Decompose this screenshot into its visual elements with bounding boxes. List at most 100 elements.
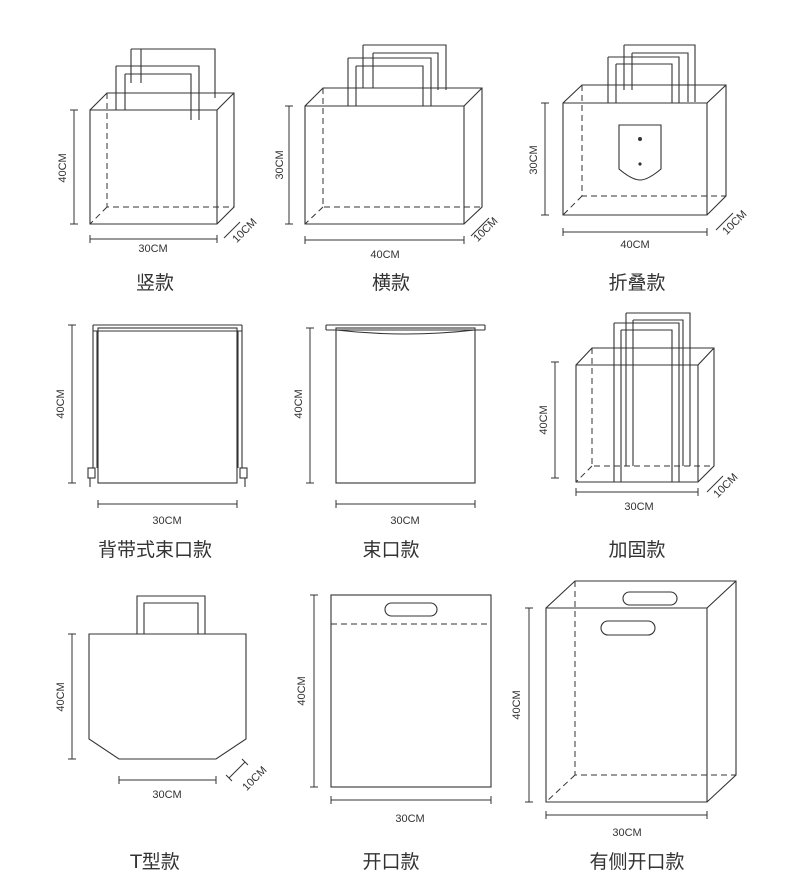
bag-drawstring: 40CM 30CM 束口款 [293,324,486,561]
shoulder-cord [92,331,243,468]
bag-body [562,84,727,216]
height-dim-line [541,102,549,216]
depth-dim-label: 10CM [711,471,740,500]
width-dim-line [562,228,708,236]
handle [136,595,206,634]
style-name: 开口款 [362,851,419,873]
bag-body [88,633,247,760]
width-dim-line [89,235,218,243]
height-dim-label: 30CM [528,145,540,174]
handle-front [607,56,680,103]
style-name: 横款 [372,272,410,294]
handle-cutout [384,602,438,617]
height-dim-line [285,105,293,225]
width-dim-label: 30CM [152,789,181,801]
handle-front [115,65,200,120]
height-dim-label: 40CM [538,405,550,434]
height-dim-label: 40CM [55,389,67,418]
width-dim-label: 30CM [624,501,653,513]
width-dim-label: 30CM [395,813,424,825]
width-dim-label: 30CM [152,515,181,527]
height-dim-line [551,361,559,479]
handle-back [362,44,447,90]
bag-t-shape: 40CM 30CM 10CM T型款 [55,595,269,873]
width-dim-line [330,796,492,804]
bag-reinforced: 40CM 30CM 10CM 加固款 [538,312,740,561]
depth-dim-label: 10CM [720,208,749,237]
height-dim-line [68,633,76,760]
height-dim-label: 40CM [293,389,305,418]
depth-dim-line [225,758,249,782]
handle-back [623,44,696,102]
height-dim-label: 40CM [55,682,67,711]
hidden-edges [304,88,482,225]
height-dim-line [306,327,314,484]
depth-dim-line [715,212,734,231]
height-dim-label: 40CM [57,153,69,182]
bag-body [545,580,737,803]
drawstring-channel [92,324,243,332]
width-dim-line [335,500,476,508]
gathered-top [335,329,476,335]
depth-dim-label: 10CM [471,215,500,244]
front-handle-cutout [600,620,656,636]
width-dim-label: 40CM [370,249,399,261]
cord-ends [89,478,246,487]
style-name: 有侧开口款 [589,851,684,873]
style-name: 背带式束口款 [98,539,212,561]
width-dim-label: 30CM [612,827,641,839]
bag-body [304,87,483,225]
width-dim-line [97,500,238,508]
bag-body [335,327,476,484]
hidden-edges [89,93,234,225]
style-name: 折叠款 [608,272,665,294]
hidden-edges [575,348,714,483]
bag-body [97,327,238,484]
width-dim-label: 30CM [390,515,419,527]
reinforced-strap-back [625,312,691,466]
bag-die-cut: 40CM 30CM 开口款 [296,594,492,873]
style-name: 束口款 [362,539,419,561]
height-dim-label: 40CM [296,676,308,705]
depth-dim-line [223,221,241,239]
depth-dim-label: 10CM [240,764,269,793]
corner-grommet [239,467,248,479]
hidden-edges [545,581,736,803]
bag-body [330,594,492,788]
width-dim-line [575,488,699,496]
height-dim-label: 40CM [511,690,523,719]
hidden-edges [562,85,726,216]
style-name: 竖款 [136,272,174,294]
bag-body [89,92,235,225]
bag-body [575,347,715,483]
width-dim-label: 40CM [620,239,649,251]
height-dim-line [70,109,78,225]
depth-dim-label: 10CM [230,216,259,245]
height-dim-line [525,607,533,803]
width-dim-label: 30CM [138,243,167,255]
style-name: T型款 [129,851,180,873]
height-dim-line [68,324,76,484]
handle-front [347,57,432,106]
width-dim-line [118,776,217,784]
bag-foldable: 30CM 40CM 10CM 折叠款 [528,44,749,294]
height-dim-line [310,594,318,788]
corner-grommet [87,467,96,479]
width-dim-line [304,236,465,244]
fold-pouch [618,124,662,181]
bag-vertical: 40CM 30CM 10CM 竖款 [57,48,259,294]
snap-button-icon [638,137,642,141]
style-name: 加固款 [608,539,665,561]
depth-dim-line [706,475,724,493]
snap-button-icon [638,162,642,166]
bag-drawstring-backpack: 40CM 30CM 背带式束口款 [55,324,248,561]
bag-die-cut-gusset: 40CM 30CM 有侧开口款 [511,580,737,873]
back-handle-cutout [622,591,678,606]
depth-dim-line [470,217,490,237]
height-dim-label: 30CM [274,150,286,179]
bag-horizontal: 30CM 40CM 10CM 横款 [274,44,500,294]
width-dim-line [545,811,708,819]
reinforced-strap-front [613,322,680,482]
